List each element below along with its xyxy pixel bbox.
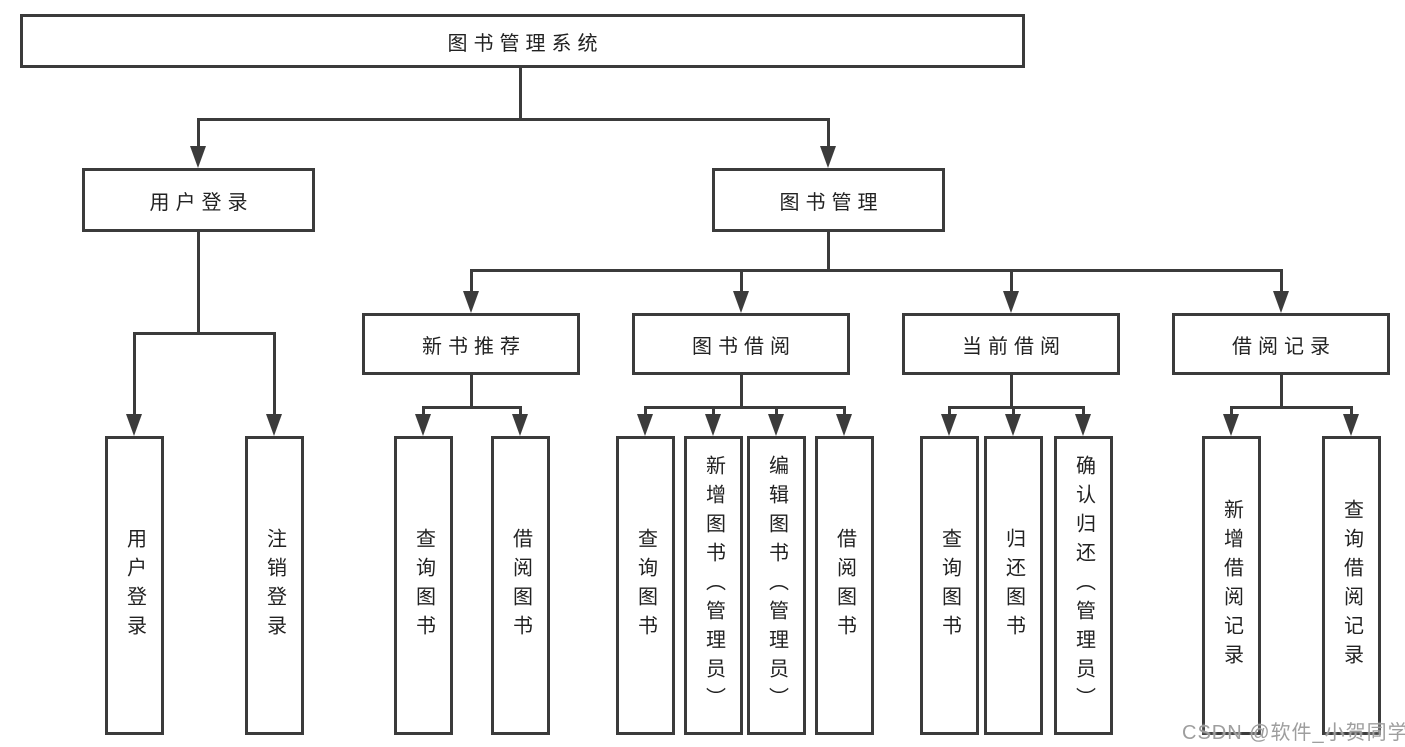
- connector-line: [519, 68, 522, 121]
- arrowhead: [705, 414, 721, 436]
- arrowhead: [1003, 291, 1019, 313]
- connector-line: [740, 375, 743, 409]
- arrowhead: [733, 291, 749, 313]
- connector-line: [644, 406, 846, 409]
- connector-line: [470, 269, 1283, 272]
- leaf-label: 查询借阅记录: [1340, 498, 1363, 673]
- arrowhead: [836, 414, 852, 436]
- connector-line: [948, 406, 1085, 409]
- leaf-label: 编辑图书（管理员）: [765, 455, 788, 716]
- arrowhead: [190, 146, 206, 168]
- connector-line: [775, 406, 778, 416]
- connector-line: [197, 118, 200, 148]
- leaf-query-books-recommend: 查询图书: [394, 436, 453, 735]
- leaf-query-books-current: 查询图书: [920, 436, 979, 735]
- connector-line: [740, 269, 743, 293]
- connector-line: [712, 406, 715, 416]
- connector-line: [644, 406, 647, 416]
- connector-line: [519, 406, 522, 416]
- node-label: 新书推荐: [422, 335, 526, 358]
- node-borrowing-records: 借阅记录: [1172, 313, 1390, 375]
- connector-line: [470, 269, 473, 293]
- node-library-management-system: 图书管理系统: [20, 14, 1025, 68]
- connector-line: [197, 118, 830, 121]
- arrowhead: [126, 414, 142, 436]
- leaf-label: 查询图书: [412, 527, 435, 644]
- node-current-borrowing: 当前借阅: [902, 313, 1120, 375]
- node-label: 当前借阅: [962, 335, 1066, 358]
- connector-line: [1350, 406, 1353, 416]
- connector-line: [948, 406, 951, 416]
- arrowhead: [266, 414, 282, 436]
- connector-line: [1280, 375, 1283, 409]
- leaf-label: 确认归还（管理员）: [1072, 455, 1095, 716]
- watermark: CSDN @软件_小贺同学: [1182, 722, 1405, 744]
- leaf-edit-books-admin: 编辑图书（管理员）: [747, 436, 806, 735]
- arrowhead: [463, 291, 479, 313]
- connector-line: [133, 332, 136, 415]
- node-book-management: 图书管理: [712, 168, 945, 232]
- arrowhead: [1005, 414, 1021, 436]
- arrowhead: [1223, 414, 1239, 436]
- connector-line: [273, 332, 276, 415]
- arrowhead: [820, 146, 836, 168]
- leaf-label: 用户登录: [123, 527, 146, 644]
- node-label: 用户登录: [149, 191, 254, 214]
- connector-line: [843, 406, 846, 416]
- node-label: 图书管理: [779, 191, 884, 214]
- connector-line: [1012, 406, 1015, 416]
- node-new-book-recommendation: 新书推荐: [362, 313, 580, 375]
- leaf-query-books-borrowing: 查询图书: [616, 436, 675, 735]
- connector-line: [422, 406, 522, 409]
- arrowhead: [637, 414, 653, 436]
- node-user-login: 用户登录: [82, 168, 315, 232]
- arrowhead: [1075, 414, 1091, 436]
- connector-line: [470, 375, 473, 409]
- connector-line: [1010, 375, 1013, 409]
- connector-line: [1082, 406, 1085, 416]
- leaf-add-books-admin: 新增图书（管理员）: [684, 436, 743, 735]
- leaf-label: 新增借阅记录: [1220, 498, 1243, 673]
- connector-line: [1010, 269, 1013, 293]
- connector-line: [133, 332, 276, 335]
- arrowhead: [768, 414, 784, 436]
- connector-line: [827, 232, 830, 272]
- connector-line: [197, 232, 200, 335]
- node-label: 图书管理系统: [447, 32, 604, 55]
- leaf-label: 注销登录: [263, 527, 286, 644]
- arrowhead: [415, 414, 431, 436]
- leaf-label: 归还图书: [1002, 527, 1025, 644]
- leaf-return-books: 归还图书: [984, 436, 1043, 735]
- node-book-borrowing: 图书借阅: [632, 313, 850, 375]
- leaf-user-login: 用户登录: [105, 436, 164, 735]
- leaf-label: 借阅图书: [509, 527, 532, 644]
- leaf-borrow-books-borrowing: 借阅图书: [815, 436, 874, 735]
- node-label: 图书借阅: [692, 335, 796, 358]
- leaf-query-borrow-record: 查询借阅记录: [1322, 436, 1381, 735]
- leaf-borrow-books-recommend: 借阅图书: [491, 436, 550, 735]
- leaf-label: 借阅图书: [833, 527, 856, 644]
- node-label: 借阅记录: [1232, 335, 1336, 358]
- leaf-label: 查询图书: [938, 527, 961, 644]
- connector-line: [1230, 406, 1353, 409]
- leaf-label: 新增图书（管理员）: [702, 455, 725, 716]
- connector-line: [1280, 269, 1283, 293]
- arrowhead: [512, 414, 528, 436]
- connector-line: [1230, 406, 1233, 416]
- leaf-confirm-return-admin: 确认归还（管理员）: [1054, 436, 1113, 735]
- arrowhead: [1273, 291, 1289, 313]
- connector-line: [422, 406, 425, 416]
- arrowhead: [1343, 414, 1359, 436]
- leaf-add-borrow-record: 新增借阅记录: [1202, 436, 1261, 735]
- connector-line: [827, 118, 830, 148]
- leaf-logout: 注销登录: [245, 436, 304, 735]
- leaf-label: 查询图书: [634, 527, 657, 644]
- arrowhead: [941, 414, 957, 436]
